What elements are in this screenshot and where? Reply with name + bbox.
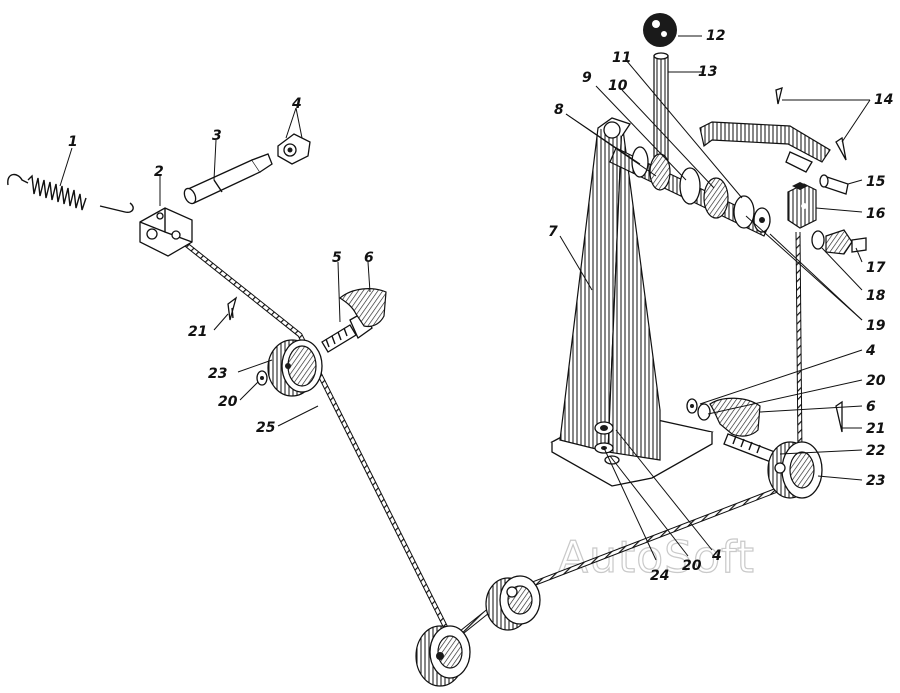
callout-13: 13 (698, 64, 717, 80)
pulley-bottom-left (415, 625, 471, 687)
clamp-6 (338, 288, 387, 328)
callout-24: 24 (650, 568, 669, 584)
nut-top (277, 133, 311, 165)
pulley-left (267, 339, 323, 397)
callout-3: 3 (212, 128, 222, 144)
callout-12: 12 (706, 28, 725, 44)
callout-4-bottom: 4 (711, 548, 722, 564)
split-pin-21-right (835, 400, 843, 433)
callout-15: 15 (866, 174, 886, 190)
callout-23-left: 23 (208, 366, 227, 382)
nut-17 (825, 229, 867, 255)
shaft-assembly (609, 146, 771, 237)
split-pin-14a (775, 87, 783, 105)
callout-20-bottom: 20 (682, 558, 702, 574)
clevis-16 (787, 182, 817, 229)
washer-18 (811, 230, 825, 250)
pin-15 (819, 174, 849, 195)
split-pin-14b (835, 136, 847, 161)
callout-1: 1 (68, 134, 78, 150)
callout-21-right: 21 (866, 421, 885, 437)
split-pin-left (227, 296, 238, 321)
callout-9: 9 (582, 70, 592, 86)
callout-17: 17 (866, 260, 886, 276)
clevis-pin (183, 153, 273, 205)
nut-4-right (686, 398, 698, 414)
callout-22: 22 (866, 443, 885, 459)
pulley-right (767, 441, 823, 499)
callout-8: 8 (554, 102, 564, 118)
callouts: 1 2 3 4 5 6 7 8 9 10 11 12 13 14 15 16 1… (68, 28, 893, 584)
washer-20-right (697, 403, 711, 421)
callout-4-right: 4 (865, 343, 876, 359)
callout-2: 2 (154, 164, 164, 180)
callout-7: 7 (548, 224, 558, 240)
watermark-text: AutoSoft (558, 532, 755, 583)
callout-16: 16 (866, 206, 886, 222)
callout-20-left: 20 (218, 394, 238, 410)
lever-rod (653, 52, 669, 161)
callout-6-left: 6 (364, 250, 374, 266)
callout-23-right: 23 (866, 473, 885, 489)
callout-5: 5 (332, 250, 342, 266)
return-spring (7, 173, 134, 214)
callout-25: 25 (256, 420, 276, 436)
sector-plate (699, 121, 831, 173)
callout-20-right: 20 (866, 373, 886, 389)
callout-21-left: 21 (188, 324, 207, 340)
cable-clevis (139, 207, 193, 257)
clamp-6-right (709, 397, 761, 437)
leader-lines (59, 35, 871, 561)
callout-14: 14 (874, 92, 893, 108)
lever-bracket (550, 117, 714, 487)
callout-4-top: 4 (291, 96, 302, 112)
callout-18: 18 (866, 288, 886, 304)
pulley-bottom-right (485, 575, 541, 631)
callout-11: 11 (612, 50, 631, 66)
washer-20-left (256, 370, 268, 386)
bracket-washers (594, 442, 620, 465)
callout-6-right: 6 (866, 399, 876, 415)
lever-knob (643, 13, 677, 47)
callout-19: 19 (866, 318, 886, 334)
callout-10: 10 (608, 78, 628, 94)
